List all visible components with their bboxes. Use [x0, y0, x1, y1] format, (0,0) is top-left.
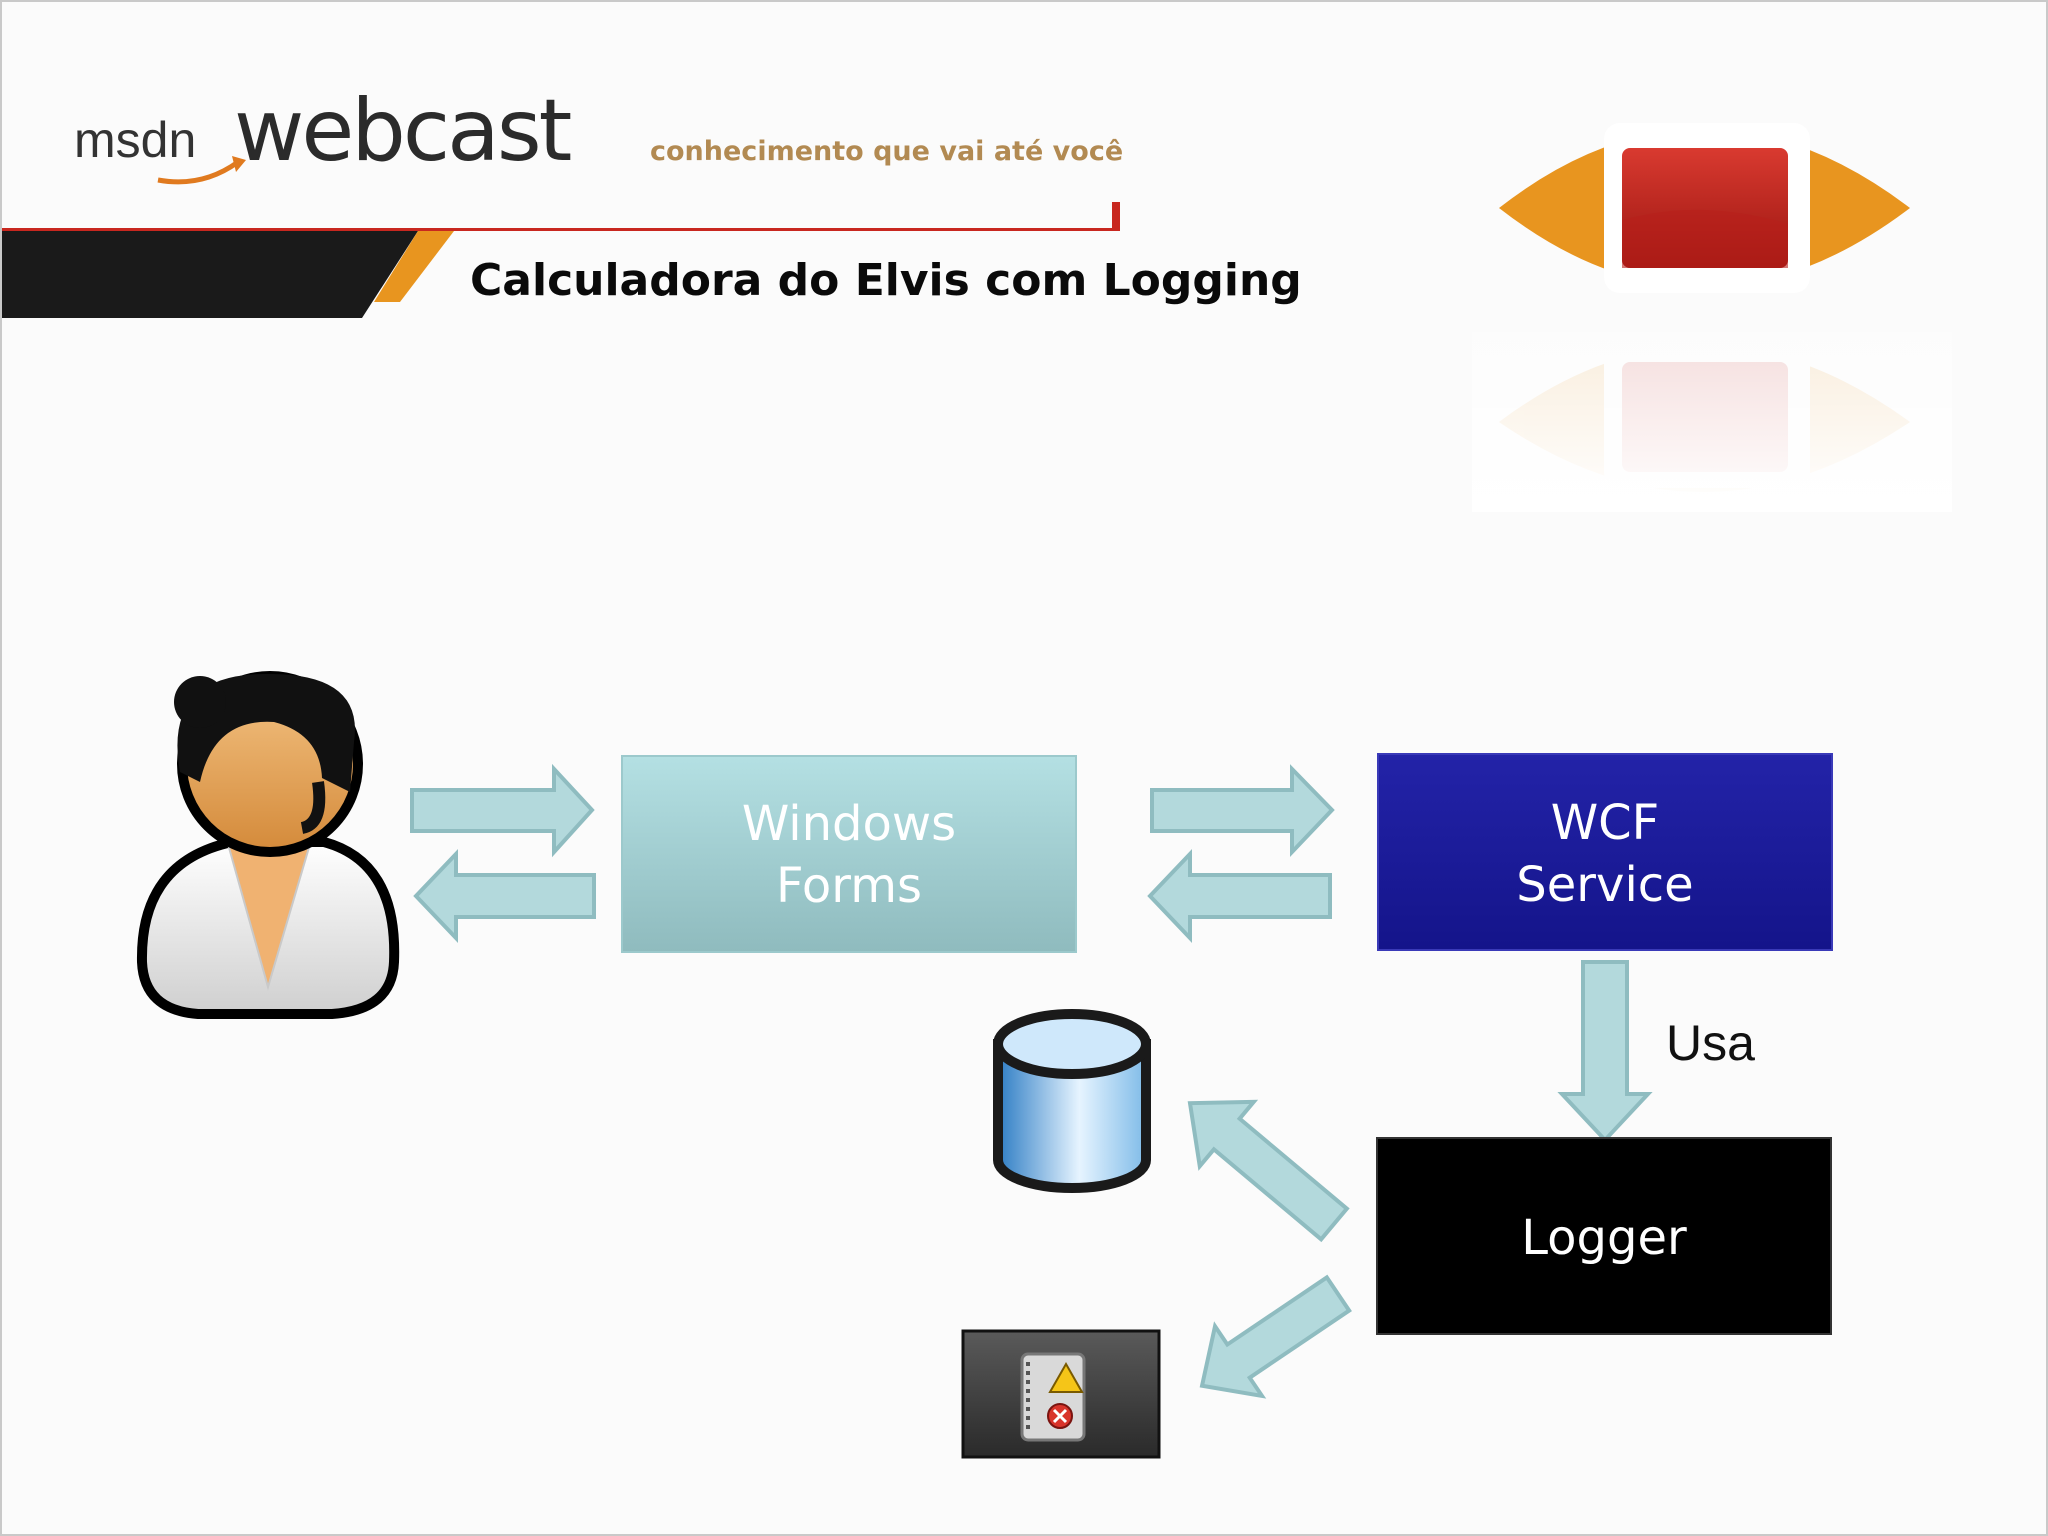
- uses-label: Usa: [1666, 1015, 1755, 1071]
- video-eye-logo: [1472, 123, 1952, 512]
- tagline: conhecimento que vai até você: [650, 136, 1123, 167]
- reflection-fade: [1472, 332, 1952, 512]
- windows-forms-line1: Windows: [742, 796, 956, 852]
- user-icon: [136, 671, 400, 1019]
- arrow-logger-to-event-log: [1199, 1274, 1352, 1399]
- windows-forms-box: Windows Forms: [621, 755, 1077, 953]
- arrow-wcf-to-logger: [1557, 960, 1653, 1143]
- wcf-service-line2: Service: [1516, 857, 1693, 913]
- slide-title: Calculadora do Elvis com Logging: [470, 255, 1302, 306]
- windows-forms-line2: Forms: [776, 858, 922, 914]
- arrow-user-to-forms: [410, 763, 595, 858]
- logo-msdn-text: msdn: [74, 112, 196, 168]
- logger-label: Logger: [1521, 1210, 1687, 1266]
- header-orange-stripe: [374, 231, 454, 302]
- logo-swoosh-arrowhead: [232, 156, 246, 172]
- arrow-wcf-to-forms: [1147, 849, 1332, 943]
- header-black-bar: [2, 231, 418, 318]
- arrow-forms-to-wcf: [1150, 764, 1335, 857]
- logo-webcast-text: webcast: [234, 81, 571, 181]
- arrow-forms-to-user: [413, 849, 596, 943]
- logo-swoosh: [157, 159, 240, 185]
- event-log-icon: [961, 1329, 1161, 1459]
- wcf-service-line1: WCF: [1551, 795, 1660, 851]
- msdn-webcast-logo: msdn webcast: [74, 81, 574, 185]
- database-icon: [993, 1009, 1151, 1193]
- header-red-tick: [1112, 202, 1120, 231]
- header-red-line: [2, 228, 1120, 231]
- wcf-service-box: WCF Service: [1377, 753, 1833, 951]
- arrow-logger-to-database: [1187, 1099, 1350, 1243]
- logger-box: Logger: [1376, 1137, 1832, 1335]
